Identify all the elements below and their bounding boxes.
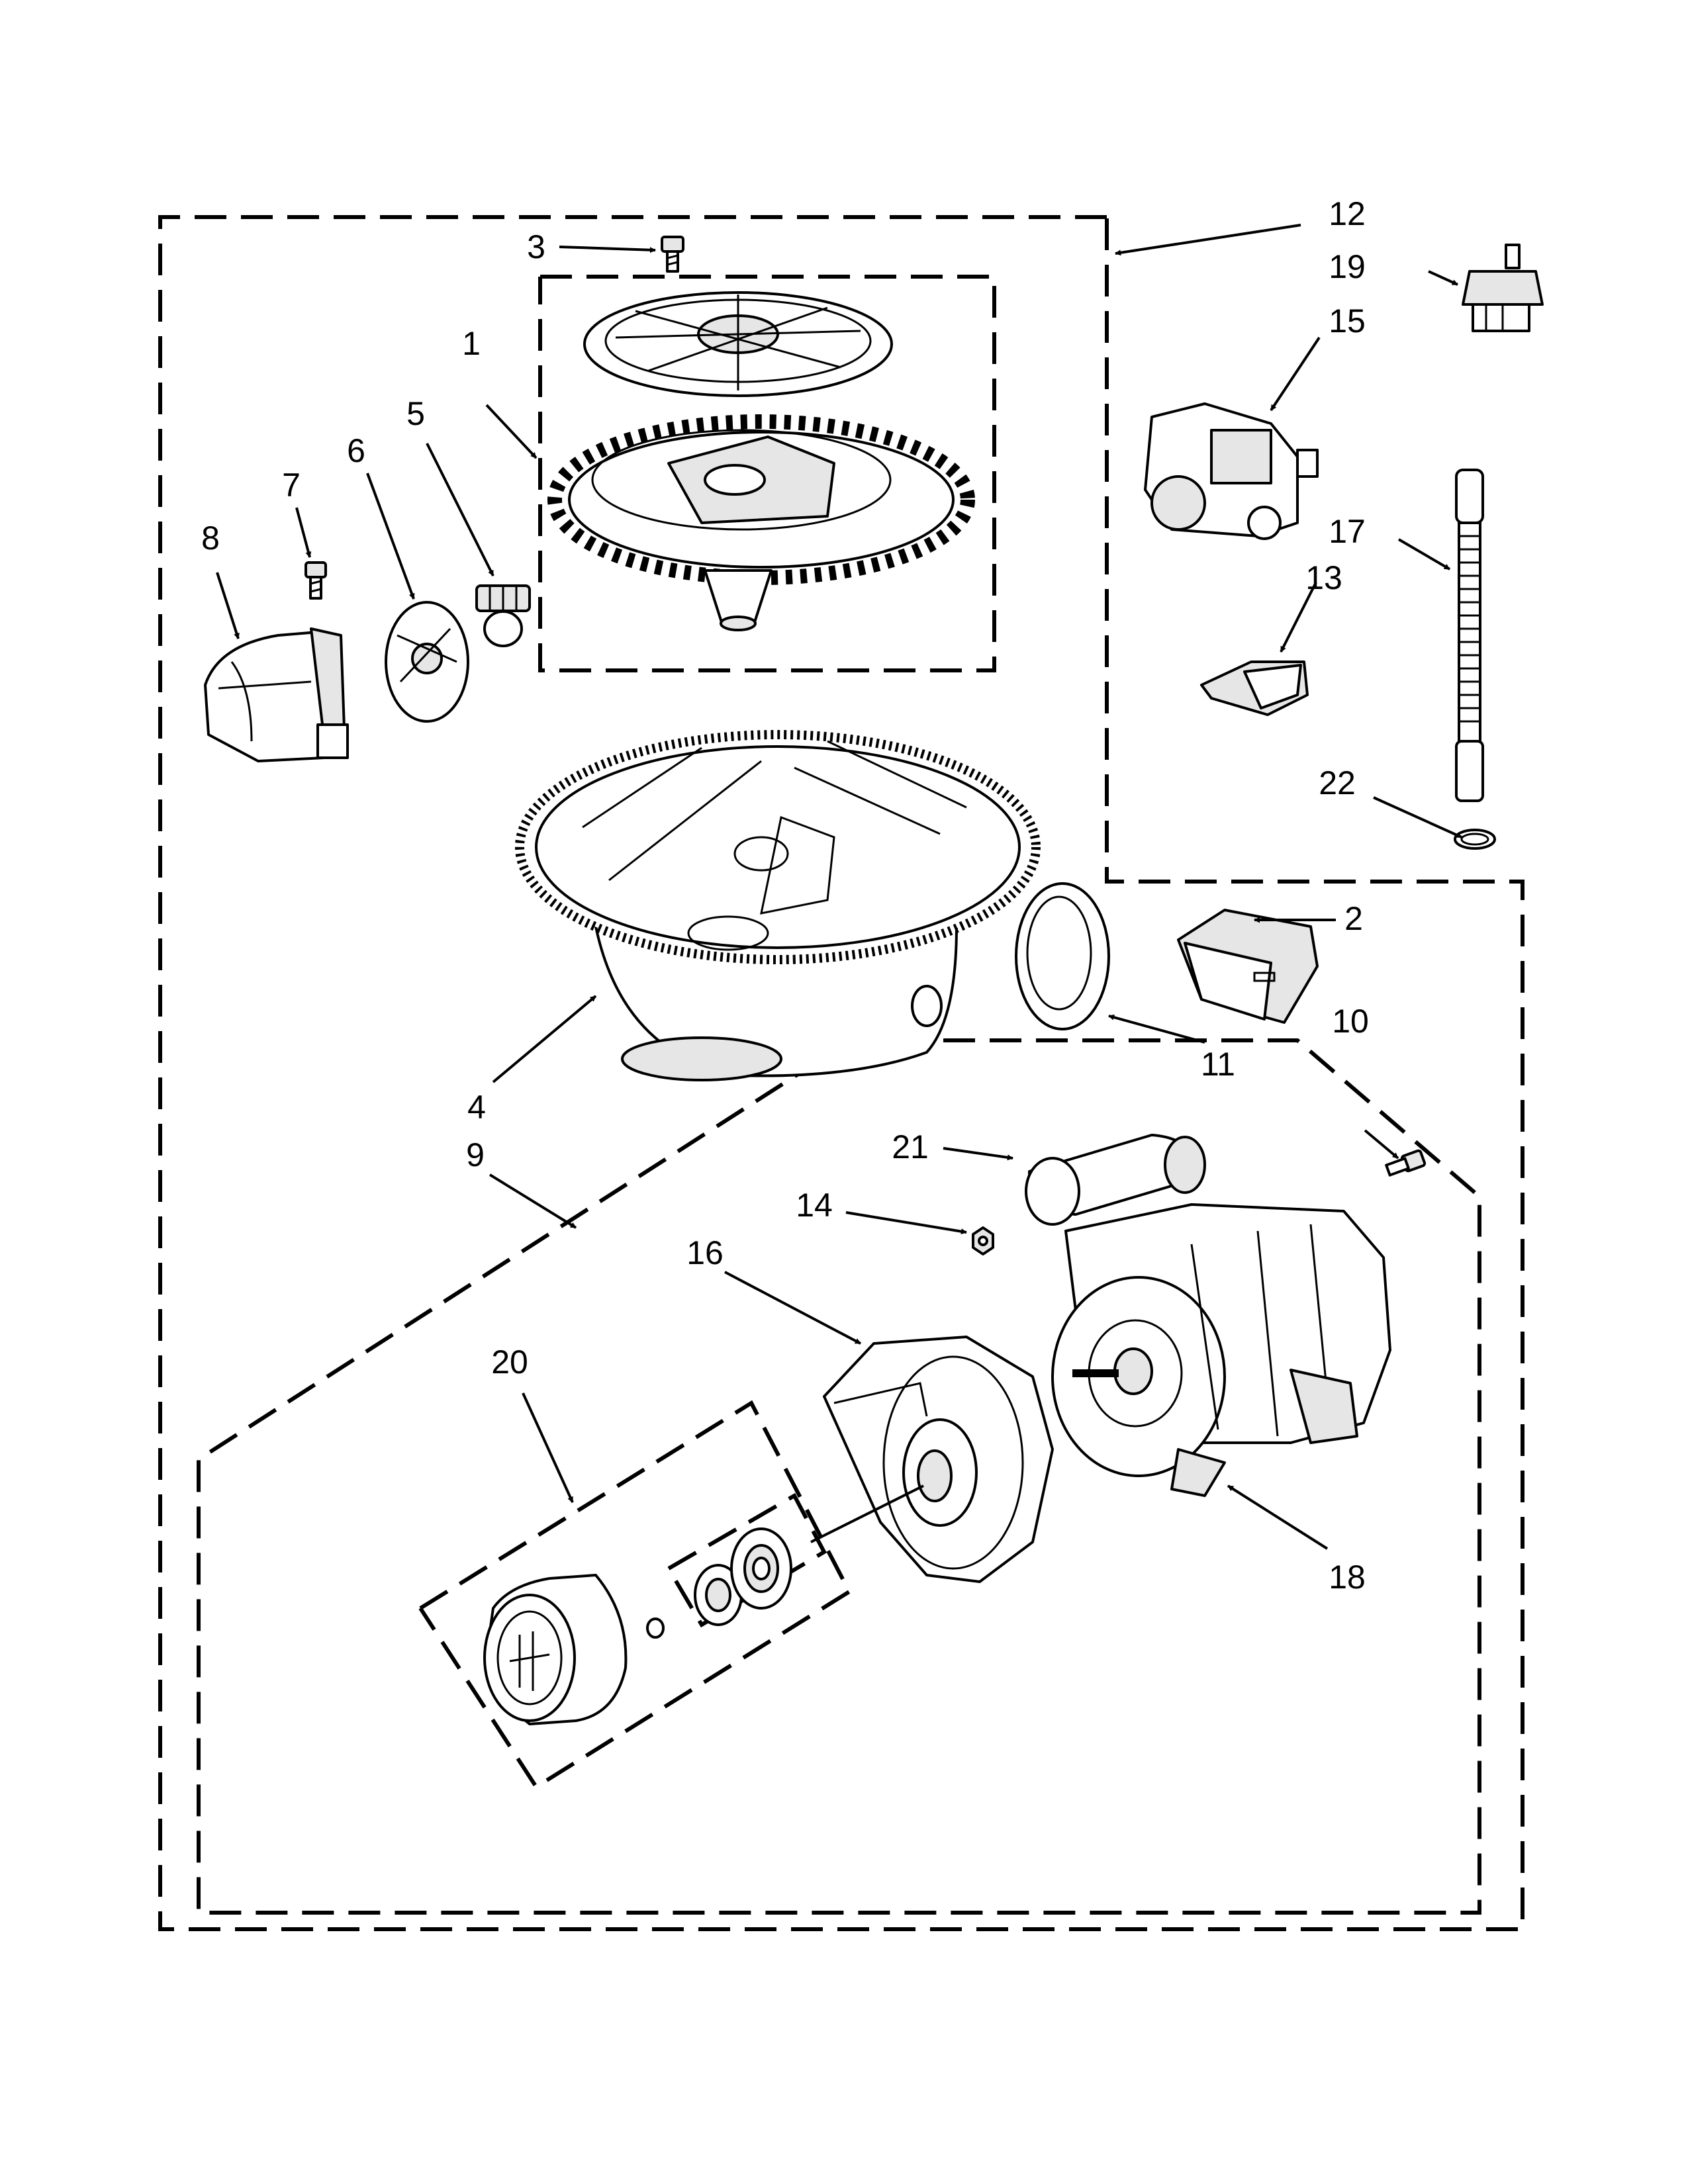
callout-6: 6 [347,432,365,469]
part-11-gasket [1015,882,1110,1030]
callout-11: 11 [1201,1046,1235,1083]
part-4-sump-basin [515,730,1041,1081]
outer-assembly-boundary [158,215,1524,1931]
seal-subgroup-boundary [667,1492,827,1628]
callout-labels: 3 1 5 6 7 8 4 9 12 19 15 17 13 22 2 11 1… [201,195,1369,1596]
part-5-clip [475,584,531,647]
callout-2: 2 [1344,900,1363,937]
seal-kit-boundary [418,1400,852,1790]
callout-5: 5 [406,395,425,432]
part-17-drain-hose [1455,469,1484,802]
sub-assembly-boundary-top [538,275,996,672]
callout-4: 4 [467,1089,486,1126]
callout-7: 7 [282,467,301,504]
part-19-valve [1462,244,1544,332]
part-1-filter-assembly [547,414,975,631]
callout-12: 12 [1329,195,1366,232]
callout-19: 19 [1329,248,1366,285]
filter-cover-plate [583,291,893,397]
motor-group-boundary [197,1038,1481,1915]
callout-10: 10 [1332,1003,1369,1040]
callout-9: 9 [466,1136,485,1173]
part-13-bracket [1200,660,1309,716]
callout-16: 16 [686,1234,724,1271]
part-15-drain-pump [1144,402,1319,540]
callout-15: 15 [1329,302,1366,340]
callout-18: 18 [1329,1559,1366,1596]
part-21-capacitor [1025,1134,1206,1226]
callout-22: 22 [1319,764,1356,801]
part-7-screw [305,561,327,600]
callout-1: 1 [462,325,481,362]
callout-3: 3 [527,228,545,265]
part-2-housing [1177,909,1319,1024]
callout-13: 13 [1305,559,1342,596]
part-3-screw [661,236,684,273]
callout-21: 21 [892,1128,929,1165]
part-18-motor [1051,1203,1391,1497]
part-22-clamp [1454,829,1496,850]
part-14-nut [972,1226,994,1255]
callout-14: 14 [796,1187,833,1224]
part-10-screw [1385,1149,1427,1177]
leader-lines [216,224,1462,1550]
callout-17: 17 [1329,513,1366,550]
part-16-pump-housing [810,1336,1054,1583]
part-8-pump-cover [204,627,349,762]
callout-20: 20 [491,1343,528,1381]
part-6-chopper-blade [385,601,469,723]
callout-8: 8 [201,520,220,557]
part-20-seal-kit [483,1527,792,1725]
